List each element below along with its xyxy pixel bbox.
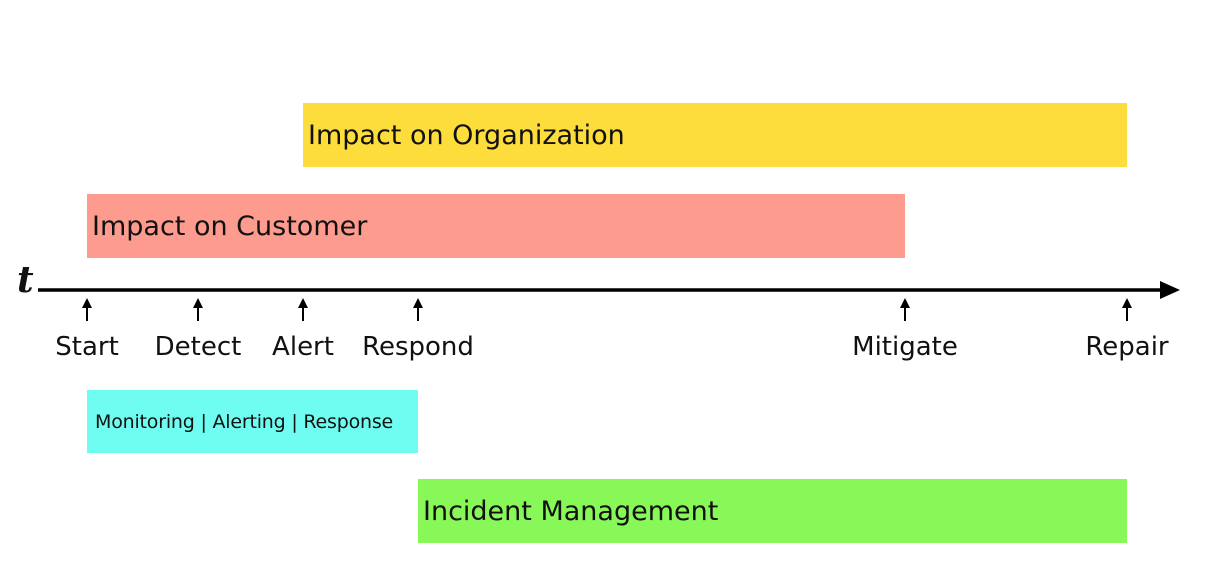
- impact-on-customer-label: Impact on Customer: [92, 210, 368, 242]
- impact-on-customer-bar: Impact on Customer: [87, 194, 905, 258]
- time-axis-label: t: [17, 259, 34, 301]
- event-label-detect: Detect: [154, 332, 242, 362]
- time-axis-arrowhead: [1160, 281, 1180, 299]
- impact-on-organization-bar: Impact on Organization: [303, 103, 1127, 167]
- incident-management-bar: Incident Management: [418, 479, 1127, 543]
- monitoring-alerting-response-bar: Monitoring | Alerting | Response: [87, 390, 418, 453]
- mitigate-marker-arrow: [900, 298, 910, 321]
- event-label-mitigate: Mitigate: [852, 332, 958, 362]
- event-label-respond: Respond: [362, 332, 474, 362]
- respond-marker-arrow: [413, 298, 423, 321]
- detect-marker-arrow: [193, 298, 203, 321]
- impact-on-organization-label: Impact on Organization: [308, 119, 625, 151]
- incident-management-label: Incident Management: [423, 495, 719, 527]
- start-marker-arrow: [82, 298, 92, 321]
- event-label-alert: Alert: [272, 332, 334, 362]
- alert-marker-arrow: [298, 298, 308, 321]
- repair-marker-arrow: [1122, 298, 1132, 321]
- monitoring-alerting-response-label: Monitoring | Alerting | Response: [95, 410, 394, 433]
- event-label-start: Start: [55, 332, 119, 362]
- event-label-repair: Repair: [1085, 332, 1169, 362]
